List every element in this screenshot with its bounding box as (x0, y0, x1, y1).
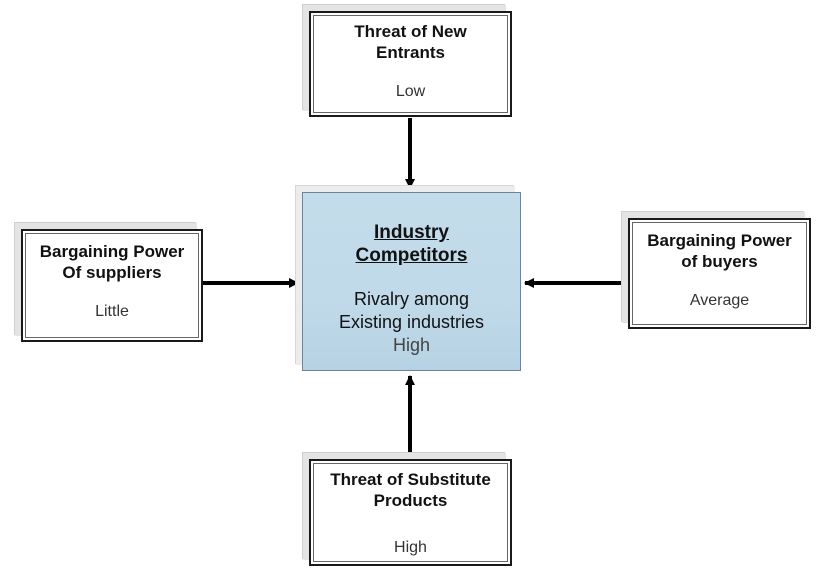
center-value: High (392, 335, 431, 355)
new-entrants-value: Low (395, 83, 426, 100)
new-entrants-title-line1: Threat of New (354, 22, 467, 41)
center-title-line2: Competitors (355, 245, 468, 266)
substitutes-box: Threat of Substitute Products High (309, 459, 512, 566)
center-body-line2: Existing industries (338, 312, 485, 332)
center-body-line1: Rivalry among (353, 289, 470, 309)
industry-competitors-box: Industry Competitors Rivalry among Exist… (302, 192, 521, 371)
substitutes-title-line1: Threat of Substitute (330, 470, 491, 489)
new-entrants-box: Threat of New Entrants Low (309, 11, 512, 117)
substitutes-title-line2: Products (373, 491, 448, 510)
buyers-box: Bargaining Power of buyers Average (628, 218, 811, 329)
center-title-line1: Industry (374, 222, 449, 243)
suppliers-title-line2: Of suppliers (62, 263, 162, 282)
buyers-title-line2: of buyers (681, 252, 758, 271)
suppliers-title-line1: Bargaining Power (39, 242, 185, 261)
substitutes-value: High (394, 539, 427, 556)
new-entrants-title-line2: Entrants (376, 43, 445, 62)
buyers-title-line1: Bargaining Power (647, 231, 792, 250)
suppliers-box: Bargaining Power Of suppliers Little (21, 229, 203, 342)
suppliers-value: Little (95, 303, 129, 320)
buyers-value: Average (689, 292, 750, 309)
